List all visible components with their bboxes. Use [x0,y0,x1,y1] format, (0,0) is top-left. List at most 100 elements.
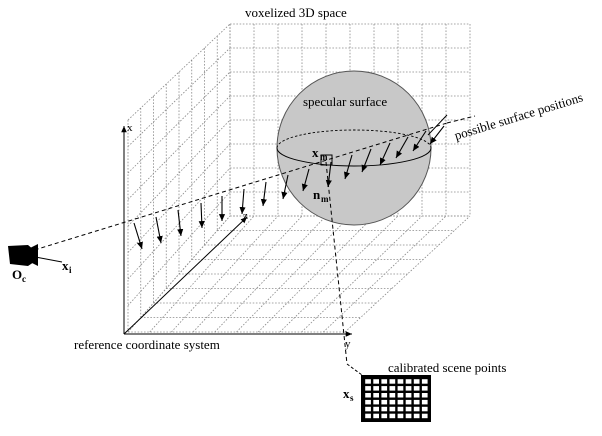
grid-line [127,71,231,174]
checker-cell [405,393,412,398]
checker-cell [373,406,379,412]
normal-arrow [281,174,289,200]
checker-cell [397,393,404,398]
checker-cell [397,406,404,412]
grid-line [171,215,279,333]
checker-cell [365,386,371,391]
normal-arrow [412,130,427,152]
normal-arrow [133,222,143,250]
grid-line [236,215,351,333]
grid-line [127,23,231,121]
checker-cell [421,379,428,384]
grid-line [192,215,303,333]
floor-grid [127,215,471,333]
checker-cell [381,413,388,419]
checker-cell [405,386,412,391]
checker-cell [389,406,396,412]
grid-line [127,119,231,227]
checker-cell [397,399,404,405]
xs-sub: s [350,393,354,403]
normal-arrow [155,216,163,244]
oc-main: O [12,267,22,282]
surface-positions-label: possible surface positions [452,89,584,142]
xi-main: x [62,258,69,273]
checker-cell [397,386,404,391]
checker-cell [381,406,388,412]
oc-sub: c [22,274,26,284]
xi-sub: i [69,265,72,275]
reflected-ray-to-scene [325,161,348,365]
xm-symbol: x m [312,145,328,162]
grid-line [279,215,399,333]
grid-line [127,167,231,280]
possible-positions-pointer [427,114,448,136]
normal-arrow [379,142,391,166]
xs-symbol: x s [343,386,354,403]
normal-arrow [198,202,205,229]
viewing-ray-extension [446,115,476,124]
nm-symbol: n m [313,187,329,204]
checker-cell [373,413,379,419]
scene-points-label: calibrated scene points [388,360,506,375]
normal-arrow [177,209,184,237]
checker-cell [373,393,379,398]
checker-cell [381,379,388,384]
checker-cell [405,413,412,419]
nm-main: n [313,187,321,202]
reflected-ray-tail [346,363,363,376]
checker-cell [405,399,412,405]
checker-cell [389,386,396,391]
checker-cell [389,379,396,384]
checker-cell [413,379,420,384]
normal-arrow-nm [325,161,332,188]
checker-cell [413,399,420,405]
specular-sphere [276,70,432,226]
checker-cell [405,406,412,412]
checker-cell [365,393,371,398]
checkerboard-pattern [361,375,431,422]
xi-symbol: x i [62,258,72,275]
checker-cell [365,413,371,419]
normal-arrow [343,154,353,180]
viewing-ray-camera-to-sphere [27,122,448,253]
checker-cell [421,393,428,398]
checker-cell [413,386,420,391]
xs-main: x [343,386,350,401]
normal-arrow [239,188,246,215]
grid-line [214,215,327,333]
normal-arrow [361,148,372,173]
axis-z-label: z [243,210,248,222]
z-axis-line [123,216,248,335]
camera-icon [8,244,38,266]
checker-cell [373,379,379,384]
checker-cell [373,399,379,405]
checker-cell [405,379,412,384]
xm-voxel-box [320,154,333,166]
normal-candidate-arrows [133,125,445,250]
checker-cell [381,399,388,405]
xm-sub: m [320,152,328,162]
normal-arrow [429,125,445,145]
normal-arrow [395,136,409,159]
xm-main: x [312,145,319,160]
checker-cell [421,399,428,405]
nm-sub: m [321,194,329,204]
checker-cell [365,379,371,384]
checker-cell [381,393,388,398]
checker-cell [381,386,388,391]
checker-cell [365,406,371,412]
checker-cell [389,399,396,405]
checker-cell [365,399,371,405]
oc-symbol: O c [12,267,26,284]
axis-y-label: y [345,338,351,350]
title-label: voxelized 3D space [245,5,347,20]
checker-cell [421,406,428,412]
checker-cell [413,406,420,412]
normal-arrow [260,181,267,207]
grid-line [127,143,231,253]
reference-axes [121,126,352,337]
checker-cell [389,413,396,419]
checker-cell [397,379,404,384]
